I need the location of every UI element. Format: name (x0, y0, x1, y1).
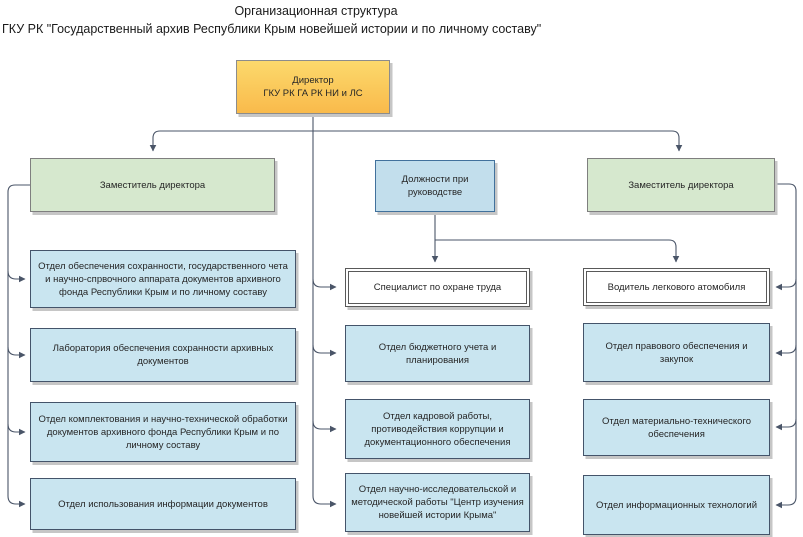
org-box-middle-unit-4: Отдел научно-исследовательской и методич… (345, 473, 530, 532)
org-box-middle-unit-2: Отдел бюджетного учета и планирования (345, 325, 530, 382)
org-box-right-unit-1: Водитель легкового атомобиля (583, 268, 770, 306)
left-unit-1-label: Отдел обеспечения сохранности, государст… (38, 260, 288, 298)
org-box-deputy-left: Заместитель директора (30, 158, 275, 212)
org-box-middle-unit-3: Отдел кадровой работы, противодействия к… (345, 399, 530, 459)
right-unit-4-label: Отдел информационных технологий (595, 499, 757, 511)
middle-unit-3-label: Отдел кадровой работы, противодействия к… (364, 410, 511, 448)
right-unit-1-label: Водитель легкового атомобиля (607, 281, 746, 293)
org-box-right-unit-3: Отдел материально-технического обеспечен… (583, 399, 770, 456)
right-unit-3-label: Отдел материально-технического обеспечен… (601, 415, 751, 440)
middle-unit-2-label: Отдел бюджетного учета и планирования (378, 341, 497, 366)
director-title: Директор (292, 75, 334, 86)
deputy-left-label: Заместитель директора (99, 179, 206, 191)
org-box-right-unit-4: Отдел информационных технологий (583, 475, 770, 535)
chart-title: Организационная структура (234, 4, 398, 18)
director-org-abbr: ГКУ РК ГА РК НИ и ЛС (263, 88, 363, 99)
middle-unit-1-label: Специалист по охране труда (373, 282, 502, 293)
chart-subtitle: ГКУ РК "Государственный архив Республики… (2, 22, 542, 36)
org-box-deputy-right: Заместитель директора (587, 158, 775, 212)
org-box-left-unit-3: Отдел комплектования и научно-техническо… (30, 402, 296, 462)
right-unit-2-label: Отдел правового обеспечения и закупок (605, 340, 748, 365)
org-box-director: Директор ГКУ РК ГА РК НИ и ЛС (236, 60, 390, 114)
middle-unit-4-label: Отдел научно-исследовательской и методич… (351, 484, 524, 521)
org-box-management-positions: Должности при руководстве (375, 160, 495, 212)
org-box-left-unit-1: Отдел обеспечения сохранности, государст… (30, 250, 296, 308)
org-box-right-unit-2: Отдел правового обеспечения и закупок (583, 323, 770, 382)
org-box-left-unit-4: Отдел использования информации документо… (30, 478, 296, 530)
left-unit-2-label: Лаборатория обеспечения сохранности архи… (52, 343, 274, 367)
management-positions-label: Должности при руководстве (401, 174, 469, 198)
org-box-left-unit-2: Лаборатория обеспечения сохранности архи… (30, 328, 296, 382)
left-unit-4-label: Отдел использования информации документо… (58, 498, 268, 510)
org-box-middle-unit-1: Специалист по охране труда (345, 268, 530, 307)
deputy-right-label: Заместитель директора (628, 179, 734, 191)
left-unit-3-label: Отдел комплектования и научно-техническо… (38, 413, 288, 451)
